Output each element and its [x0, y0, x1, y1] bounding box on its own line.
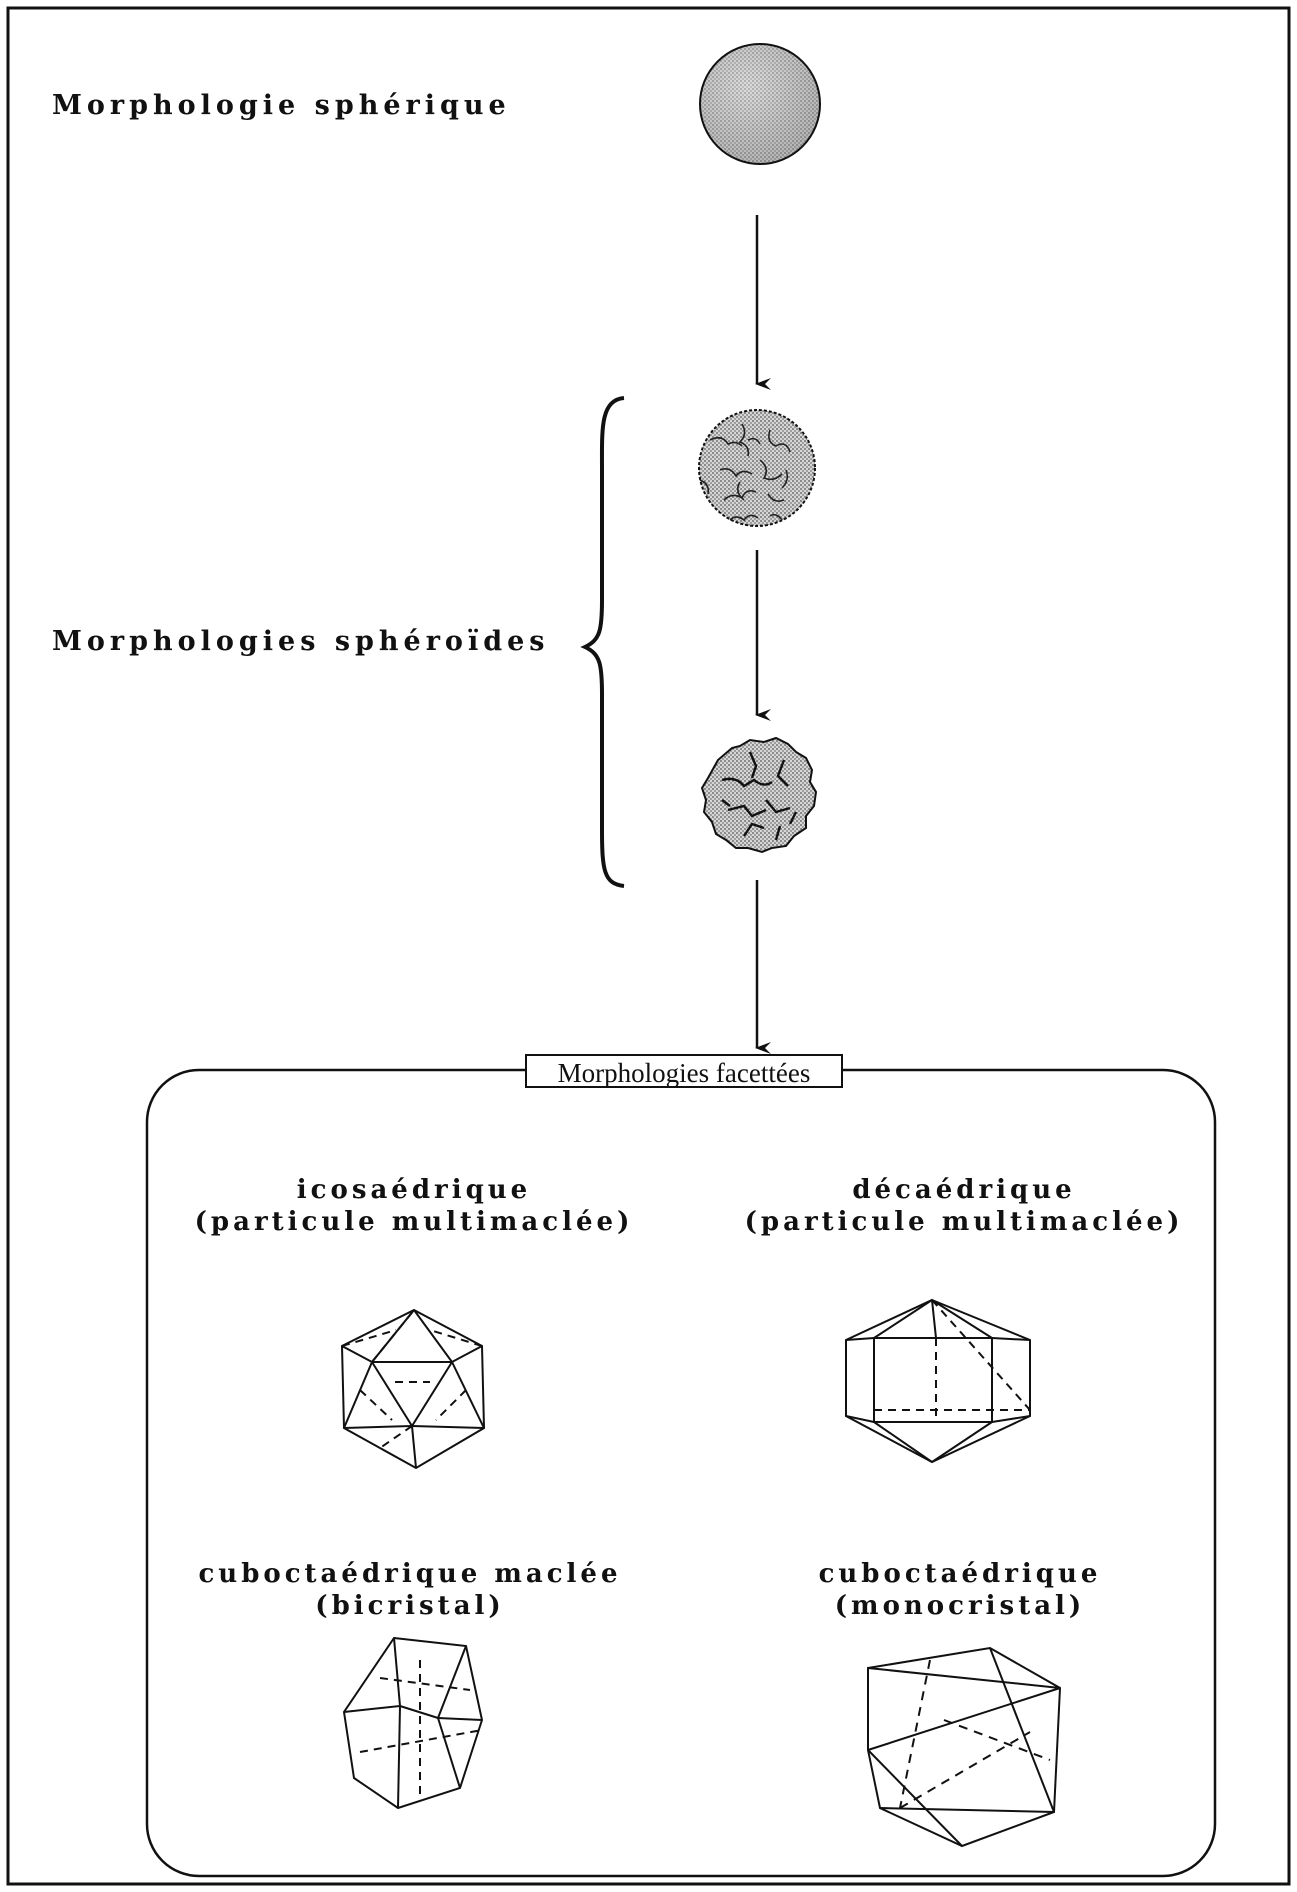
- label-morphologie-spherique: Morphologie sphérique: [52, 90, 511, 121]
- label-morphologies-spheroides: Morphologies sphéroïdes: [52, 626, 550, 657]
- cuboctahedron-mono-shape: [867, 1646, 1062, 1848]
- label-cuboctaedrique-maclee: cuboctaédrique maclée (bicristal): [160, 1558, 660, 1622]
- label-morphologies-facettees: Morphologies facettées: [525, 1054, 843, 1088]
- outer-frame: [6, 6, 1291, 1886]
- spheroid-coarse-shape: [700, 736, 818, 854]
- label-icosaedrique-name: icosaédrique: [296, 1175, 532, 1205]
- spheroid-fine-shape: [698, 409, 816, 527]
- sphere-shape: [699, 43, 821, 165]
- label-cuboctaedrique-mono-name: cuboctaédrique: [818, 1559, 1102, 1589]
- label-cuboctaedrique-mono: cuboctaédrique (monocristal): [740, 1558, 1180, 1622]
- decahedron-shape: [845, 1298, 1031, 1464]
- label-cuboctaedrique-maclee-note: (bicristal): [315, 1591, 505, 1621]
- label-decaedrique: décaédrique (particule multimaclée): [704, 1174, 1224, 1238]
- cuboctahedron-twinned-shape: [342, 1636, 484, 1810]
- label-icosaedrique: icosaédrique (particule multimaclée): [174, 1174, 654, 1238]
- spheroid-brace: [580, 396, 625, 888]
- icosahedron-shape: [340, 1308, 486, 1470]
- label-cuboctaedrique-maclee-name: cuboctaédrique maclée: [198, 1559, 622, 1589]
- label-decaedrique-note: (particule multimaclée): [744, 1207, 1184, 1237]
- label-decaedrique-name: décaédrique: [852, 1175, 1076, 1205]
- label-cuboctaedrique-mono-note: (monocristal): [834, 1591, 1086, 1621]
- label-icosaedrique-note: (particule multimaclée): [194, 1207, 634, 1237]
